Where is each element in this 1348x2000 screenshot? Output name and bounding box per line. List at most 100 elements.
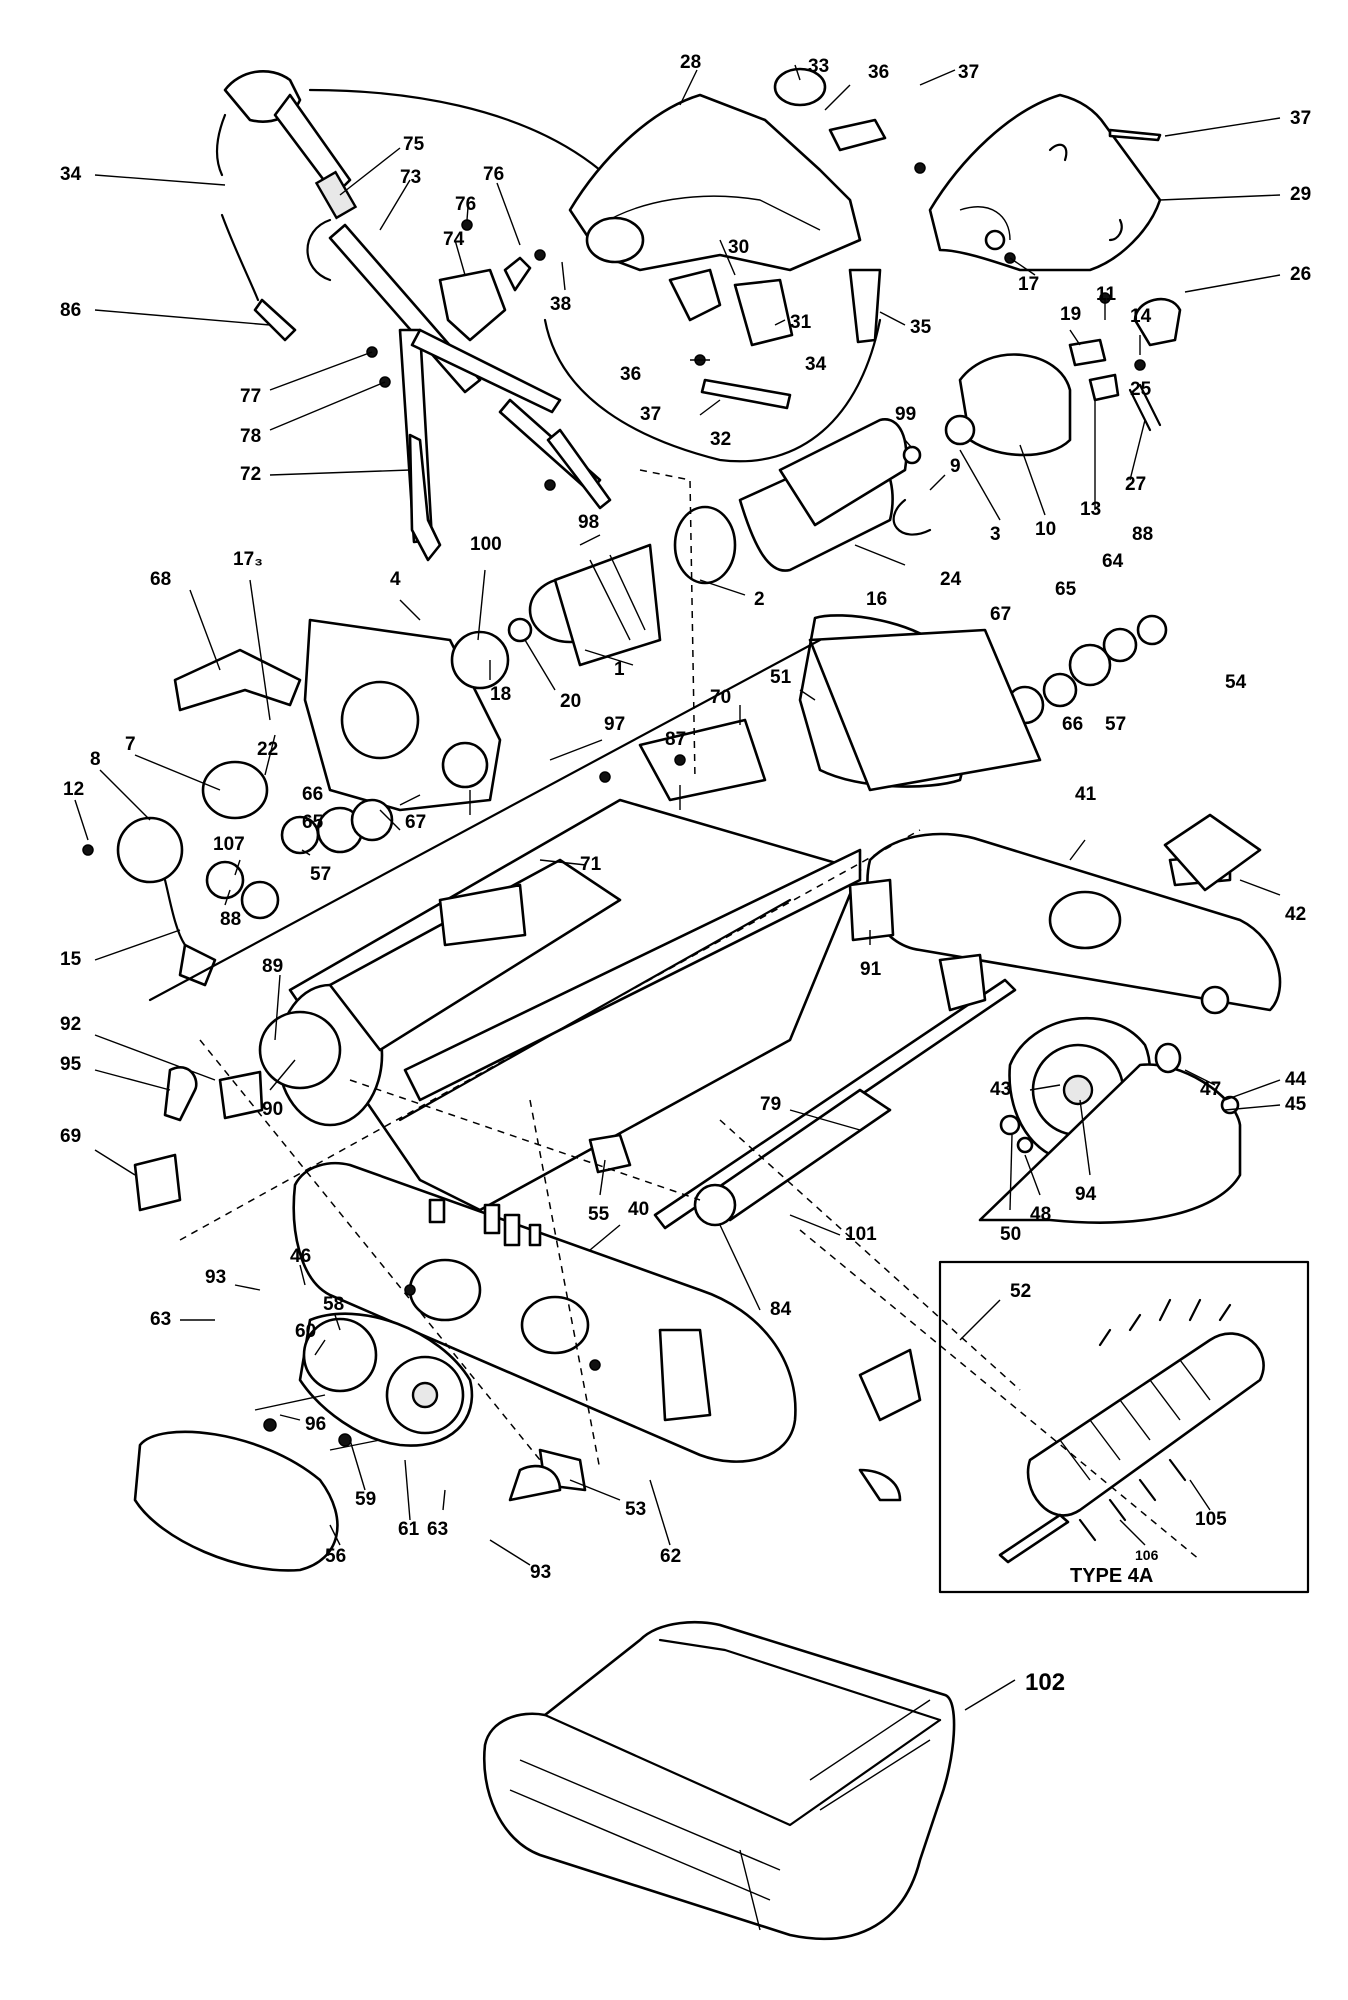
callout-73: 73	[400, 167, 421, 188]
callout-28: 28	[680, 52, 701, 73]
callout-32: 32	[710, 429, 731, 450]
callout-13: 13	[1080, 499, 1101, 520]
callout-34: 34	[60, 164, 82, 185]
type-4a-inset	[938, 1260, 1310, 1594]
callout-107: 107	[213, 834, 245, 855]
callout-46: 46	[290, 1246, 311, 1267]
callout-92: 92	[60, 1014, 81, 1035]
callout-48: 48	[1030, 1204, 1051, 1225]
callout-29: 29	[1290, 184, 1311, 205]
callout-15: 15	[60, 949, 82, 970]
callout-91: 91	[860, 959, 882, 980]
callout-24: 24	[940, 569, 962, 590]
callout-72: 72	[240, 464, 261, 485]
callout-75: 75	[403, 134, 425, 155]
callout-10: 10	[1035, 519, 1056, 540]
callout-52: 52	[1010, 1281, 1031, 1302]
inset-caption: TYPE 4A	[1070, 1565, 1153, 1587]
inset-frame	[938, 1260, 1310, 1594]
callout-70: 70	[710, 687, 731, 708]
callout-102: 102	[1025, 1669, 1065, 1696]
callout-96: 96	[305, 1414, 326, 1435]
callout-84: 84	[770, 1299, 792, 1320]
callout-86: 86	[60, 300, 81, 321]
callout-95: 95	[60, 1054, 82, 1075]
callout-54: 54	[1225, 672, 1247, 693]
callout-26: 26	[1290, 264, 1311, 285]
callout-36: 36	[868, 62, 889, 83]
callout-33: 33	[808, 56, 829, 77]
callout-100: 100	[470, 534, 502, 555]
callout-27: 27	[1125, 474, 1146, 495]
callout-60: 60	[295, 1321, 316, 1342]
callout-93: 93	[530, 1562, 551, 1583]
callout-87: 87	[665, 729, 686, 750]
callout-106: 106	[1135, 1547, 1159, 1563]
grass-box	[482, 1620, 956, 1941]
callout-76: 76	[483, 164, 504, 185]
callout-41: 41	[1075, 784, 1097, 805]
callout-43: 43	[990, 1079, 1011, 1100]
callout-101: 101	[845, 1224, 877, 1245]
callout-105: 105	[1195, 1509, 1227, 1530]
motor-assembly	[507, 292, 1162, 667]
left-side-plate	[292, 1161, 797, 1463]
callout-35: 35	[910, 317, 932, 338]
callout-67: 67	[405, 812, 426, 833]
callout-66: 66	[1062, 714, 1083, 735]
callout-57: 57	[310, 864, 331, 885]
callout-47: 47	[1200, 1079, 1221, 1100]
callout-2: 2	[754, 589, 765, 610]
callout-labels: 34 86 75 73 76 76 74 77 78 72 38 28 33 3…	[60, 52, 1311, 1696]
callout-20: 20	[560, 691, 581, 712]
motor-cover	[928, 93, 1182, 347]
callout-90: 90	[262, 1099, 283, 1120]
callout-50: 50	[1000, 1224, 1021, 1245]
callout-99: 99	[895, 404, 916, 425]
callout-74: 74	[443, 229, 465, 250]
callout-37: 37	[1290, 108, 1311, 129]
callout-76: 76	[455, 194, 476, 215]
callout-64: 64	[1102, 551, 1124, 572]
callout-67: 67	[990, 604, 1011, 625]
callout-65: 65	[1055, 579, 1077, 600]
callout-1: 1	[614, 659, 625, 680]
callout-88: 88	[1132, 524, 1153, 545]
left-gearbox	[82, 618, 510, 987]
callout-44: 44	[1285, 1069, 1307, 1090]
callout-17-3: 17₃	[233, 549, 263, 570]
callout-59: 59	[355, 1489, 376, 1510]
callout-79: 79	[760, 1094, 781, 1115]
callout-38: 38	[550, 294, 571, 315]
main-body	[148, 628, 1042, 1212]
callout-19: 19	[1060, 304, 1081, 325]
callout-11: 11	[1096, 284, 1117, 305]
right-side-plate	[848, 813, 1282, 1015]
callout-4: 4	[390, 569, 401, 590]
callout-69: 69	[60, 1126, 81, 1147]
callout-68: 68	[150, 569, 171, 590]
assembly-lines	[179, 469, 1201, 1561]
switch-housing-assembly	[543, 67, 926, 463]
callout-57: 57	[1105, 714, 1126, 735]
callout-51: 51	[770, 667, 792, 688]
callout-61: 61	[398, 1519, 420, 1540]
callout-40: 40	[628, 1199, 649, 1220]
callout-62: 62	[660, 1546, 681, 1567]
callout-9: 9	[950, 456, 961, 477]
callout-31: 31	[790, 312, 812, 333]
callout-7: 7	[125, 734, 136, 755]
callout-71: 71	[580, 854, 602, 875]
callout-14: 14	[1130, 306, 1152, 327]
callout-53: 53	[625, 1499, 646, 1520]
callout-58: 58	[323, 1294, 344, 1315]
callout-34: 34	[805, 354, 827, 375]
callout-25: 25	[1130, 379, 1152, 400]
callout-89: 89	[262, 956, 283, 977]
callout-16: 16	[866, 589, 887, 610]
callout-94: 94	[1075, 1184, 1097, 1205]
callout-36: 36	[620, 364, 641, 385]
belt-drive	[133, 1312, 587, 1572]
